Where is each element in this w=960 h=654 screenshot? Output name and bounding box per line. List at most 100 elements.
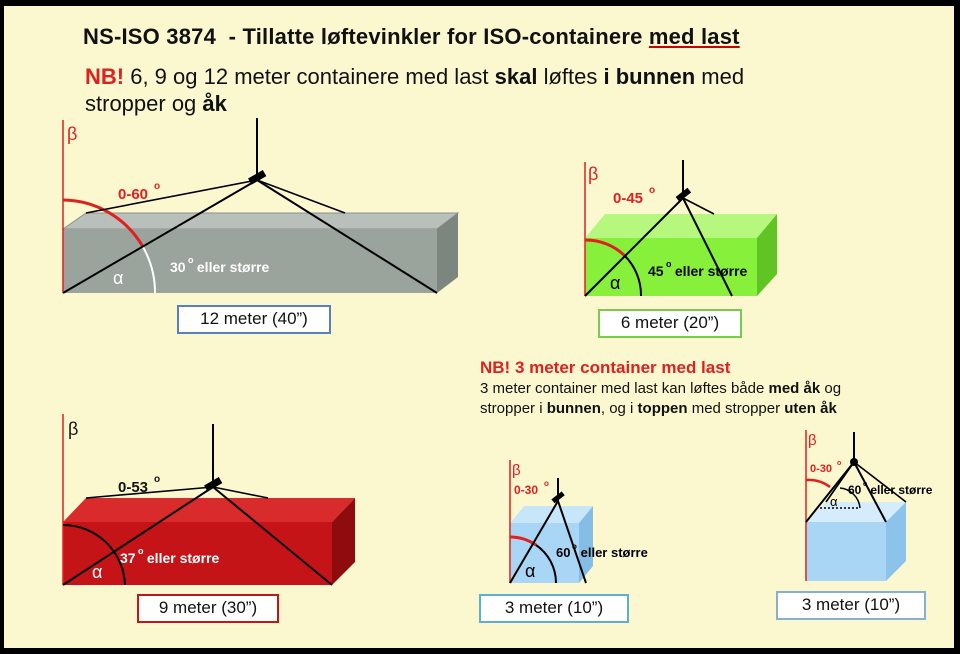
sling-front-right: [853, 461, 887, 523]
beta-arc: [62, 198, 145, 248]
notice-text-f: stropper og: [85, 91, 203, 116]
nb3-text-g: toppen: [637, 400, 688, 417]
range-degree: o: [837, 460, 841, 467]
sling-left: [62, 486, 214, 586]
nb3-line-1: 3 meter container med last kan løftes bå…: [480, 380, 841, 397]
nb3-text-h: med stropper: [687, 400, 785, 417]
min-angle-value: 60: [848, 483, 862, 497]
beta-symbol: β: [68, 419, 78, 439]
min-angle-suffix: eller større: [143, 550, 219, 566]
range-label: 0-30: [810, 463, 832, 475]
title-underlined: med last: [648, 24, 740, 49]
beta-symbol: β: [67, 124, 77, 144]
hook: [248, 170, 267, 185]
alpha-arc: [535, 544, 558, 584]
container-3m-top-lift: β α 0-30 o 60 o eller større: [805, 430, 933, 581]
alpha-symbol: α: [525, 561, 535, 581]
alpha-symbol: α: [610, 273, 620, 293]
container-12m-front: [63, 229, 437, 293]
sling-left: [584, 197, 684, 297]
notice-line-2: stropper og åk: [85, 91, 227, 116]
nb3-text-f: , og i: [600, 400, 638, 417]
alpha-symbol: α: [92, 562, 102, 582]
range-label: 0-30: [514, 483, 538, 497]
min-angle-degree: o: [572, 542, 577, 551]
label-6m: 6 meter (20”): [598, 309, 742, 338]
container-9m-front: [63, 522, 332, 585]
container-6m-top: [585, 214, 777, 238]
alpha-symbol: α: [830, 494, 838, 509]
min-angle-suffix: eller større: [671, 263, 747, 279]
min-angle-value: 60: [556, 545, 570, 560]
nb3-text-i: uten åk: [784, 400, 837, 417]
min-angle-value: 37: [120, 550, 136, 566]
hook: [551, 491, 565, 504]
container-9m-top: [63, 498, 355, 522]
notice-text-a: 6, 9 og 12 meter containere med last: [124, 64, 495, 89]
sling-rear-left: [85, 179, 258, 214]
sling-right: [212, 486, 333, 586]
nb3-text-a: 3 meter container med last kan løftes bå…: [480, 380, 769, 397]
sling-rear-left: [825, 461, 855, 503]
alpha-arc: [839, 487, 861, 509]
notice-line-1: NB! 6, 9 og 12 meter containere med last…: [85, 64, 744, 89]
container-3m-front: [806, 522, 886, 581]
container-3m-top: [806, 502, 906, 522]
container-6m-side: [757, 214, 777, 296]
hook: [675, 187, 692, 202]
sling-rear-right: [256, 179, 346, 214]
beta-arc: [584, 238, 627, 258]
label-3m-top-lift: 3 meter (10”): [776, 591, 926, 620]
min-angle-degree: o: [863, 481, 867, 488]
container-6m: β α 0-45 o 45 o eller større: [584, 160, 777, 297]
beta-symbol: β: [808, 432, 817, 449]
sling-left: [509, 500, 559, 584]
sling-left: [62, 179, 258, 294]
alpha-arc: [62, 524, 126, 586]
notice-text-e: med: [695, 64, 745, 89]
beta-arc: [805, 478, 831, 489]
title-prefix: NS-ISO 3874 - Tillatte løftevinkler for …: [83, 24, 649, 49]
min-angle-degree: o: [138, 546, 144, 556]
beta-symbol: β: [588, 164, 598, 184]
hook: [204, 477, 223, 492]
sling-rear-right: [682, 197, 715, 215]
container-3m-bottom-lift: β α 0-30 o 60 o eller større: [509, 460, 648, 584]
container-9m: β α 0-53 o 37 o eller større: [62, 414, 355, 586]
nb3-line-2: stropper i bunnen, og i toppen med strop…: [480, 400, 837, 417]
label-3m-bottom-lift: 3 meter (10”): [479, 594, 629, 623]
nb3-text-b: med åk: [768, 380, 821, 397]
sling-right: [682, 197, 733, 297]
container-3m-top: [510, 506, 593, 523]
page-title: NS-ISO 3874 - Tillatte løftevinkler for …: [83, 24, 740, 50]
range-label: 0-45: [613, 190, 643, 207]
sling-rear-left: [85, 486, 214, 499]
hook: [850, 458, 858, 466]
notice-nb: NB!: [85, 64, 125, 89]
range-label: 0-60: [118, 186, 148, 203]
range-degree: o: [649, 185, 655, 196]
sling-right: [256, 179, 438, 294]
min-angle-degree: o: [666, 259, 672, 269]
sling-front-left: [805, 461, 855, 523]
container-3m-side: [579, 506, 593, 583]
alpha-arc: [624, 255, 643, 297]
min-angle-suffix: eller større: [193, 259, 269, 275]
sling-rear-right: [853, 461, 907, 503]
beta-symbol: β: [512, 462, 521, 479]
range-degree: o: [154, 181, 160, 192]
min-angle-value: 45: [648, 263, 664, 279]
notice-text-c: løftes: [537, 64, 604, 89]
nb3-text-d: stropper i: [480, 400, 547, 417]
nb3-heading: NB! 3 meter container med last: [480, 358, 731, 377]
notice-text-d: i bunnen: [603, 64, 696, 89]
notice-text-b: skal: [494, 64, 538, 89]
range-degree: o: [544, 479, 549, 488]
notice-text-g: åk: [202, 91, 227, 116]
min-angle-suffix: eller større: [577, 545, 648, 560]
min-angle-value: 30: [170, 259, 186, 275]
range-degree: o: [154, 474, 160, 485]
nb3-text-c: og: [820, 380, 842, 397]
beta-arc: [509, 535, 537, 547]
